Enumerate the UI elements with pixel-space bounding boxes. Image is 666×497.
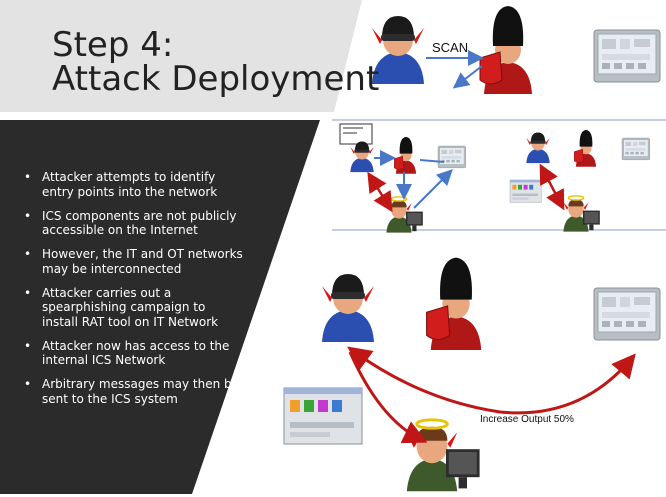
operator-icon-small-2 bbox=[562, 195, 601, 233]
attacker-icon-small-1 bbox=[350, 141, 374, 173]
operator-icon-small-1 bbox=[385, 196, 424, 234]
hmi-panel-icon bbox=[593, 29, 661, 83]
rat-window-icon bbox=[283, 387, 363, 445]
guard-icon-small-1 bbox=[394, 136, 417, 175]
small-screen-icon bbox=[339, 123, 373, 145]
rat-window-icon-small bbox=[509, 179, 542, 203]
bullet-item: Arbitrary messages may then be sent to t… bbox=[24, 377, 244, 406]
increase-output-label: Increase Output 50% bbox=[480, 414, 574, 425]
bullet-item: Attacker now has access to the internal … bbox=[24, 339, 244, 368]
bullet-item: Attacker carries out a spearphishing cam… bbox=[24, 286, 244, 330]
hmi-panel-icon-small-2 bbox=[621, 137, 650, 161]
hmi-panel-icon-small-1 bbox=[437, 145, 466, 169]
page-title: Step 4: Attack Deployment bbox=[52, 28, 379, 96]
guard-icon-large bbox=[426, 257, 482, 351]
operator-icon bbox=[405, 418, 482, 493]
scan-label: SCAN bbox=[432, 40, 469, 55]
title-line-1: Step 4: bbox=[52, 25, 174, 65]
bullet-list: Attacker attempts to identify entry poin… bbox=[24, 170, 244, 416]
bullet-item: However, the IT and OT networks may be i… bbox=[24, 247, 244, 276]
hmi-panel-icon-large bbox=[593, 287, 661, 341]
title-band bbox=[0, 0, 362, 112]
bullet-item: ICS components are not publicly accessib… bbox=[24, 209, 244, 238]
guard-icon-small-2 bbox=[574, 129, 597, 168]
attacker-icon-large bbox=[322, 274, 374, 342]
attacker-icon-small-2 bbox=[526, 132, 550, 164]
attacker-icon bbox=[372, 16, 424, 84]
title-line-2: Attack Deployment bbox=[52, 59, 380, 99]
bullet-item: Attacker attempts to identify entry poin… bbox=[24, 170, 244, 199]
guard-shield-icon bbox=[479, 5, 533, 95]
